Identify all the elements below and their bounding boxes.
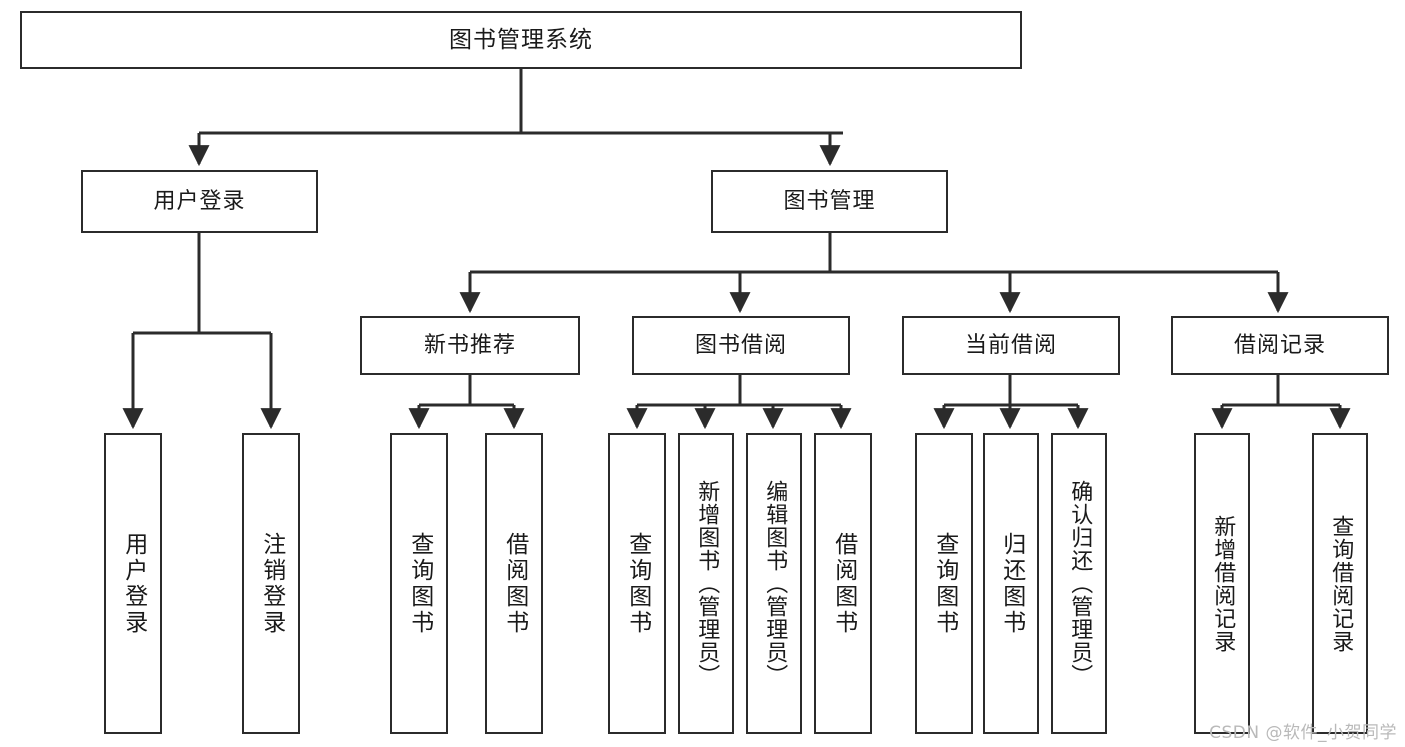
node-label: 新增图书（管理员） <box>694 480 720 687</box>
csdn-watermark: CSDN @软件_小贺同学 <box>1209 723 1397 743</box>
node-user-login[interactable]: 用户登录 <box>81 170 318 233</box>
node-label: 用户登录 <box>120 531 147 636</box>
node-book-management[interactable]: 图书管理 <box>711 170 948 233</box>
leaf-borrow-borrow-book[interactable]: 借阅图书 <box>814 433 872 734</box>
leaf-current-return-book[interactable]: 归还图书 <box>983 433 1039 734</box>
node-label: 当前借阅 <box>964 332 1057 358</box>
node-label: 编辑图书（管理员） <box>762 480 788 687</box>
node-label: 图书管理 <box>783 188 876 214</box>
leaf-borrow-add-book-admin[interactable]: 新增图书（管理员） <box>678 433 734 734</box>
node-borrow-record[interactable]: 借阅记录 <box>1171 316 1389 375</box>
node-root-system[interactable]: 图书管理系统 <box>20 11 1022 69</box>
leaf-current-confirm-return-admin[interactable]: 确认归还（管理员） <box>1051 433 1107 734</box>
leaf-current-query-book[interactable]: 查询图书 <box>915 433 973 734</box>
node-label: 用户登录 <box>153 188 246 214</box>
leaf-borrow-query-book[interactable]: 查询图书 <box>608 433 666 734</box>
node-label: 查询图书 <box>624 531 651 636</box>
node-label: 借阅记录 <box>1233 332 1326 358</box>
node-label: 借阅图书 <box>501 531 528 636</box>
node-label: 借阅图书 <box>830 531 857 636</box>
node-label: 归还图书 <box>998 531 1025 636</box>
node-label: 图书管理系统 <box>449 26 593 53</box>
node-label: 新增借阅记录 <box>1210 514 1236 653</box>
node-label: 查询图书 <box>931 531 958 636</box>
node-current-borrow[interactable]: 当前借阅 <box>902 316 1120 375</box>
node-book-borrow[interactable]: 图书借阅 <box>632 316 850 375</box>
node-label: 新书推荐 <box>423 332 516 358</box>
node-label: 图书借阅 <box>694 332 787 358</box>
leaf-user-login-signout[interactable]: 注销登录 <box>242 433 300 734</box>
node-label: 注销登录 <box>258 531 285 636</box>
node-new-book-recommend[interactable]: 新书推荐 <box>360 316 580 375</box>
node-label: 确认归还（管理员） <box>1067 480 1093 687</box>
node-label: 查询图书 <box>406 531 433 636</box>
leaf-borrow-edit-book-admin[interactable]: 编辑图书（管理员） <box>746 433 802 734</box>
leaf-user-login-signin[interactable]: 用户登录 <box>104 433 162 734</box>
node-label: 查询借阅记录 <box>1328 514 1354 653</box>
leaf-new-book-borrow[interactable]: 借阅图书 <box>485 433 543 734</box>
leaf-record-add-record[interactable]: 新增借阅记录 <box>1194 433 1250 734</box>
leaf-new-book-query[interactable]: 查询图书 <box>390 433 448 734</box>
leaf-record-query-record[interactable]: 查询借阅记录 <box>1312 433 1368 734</box>
